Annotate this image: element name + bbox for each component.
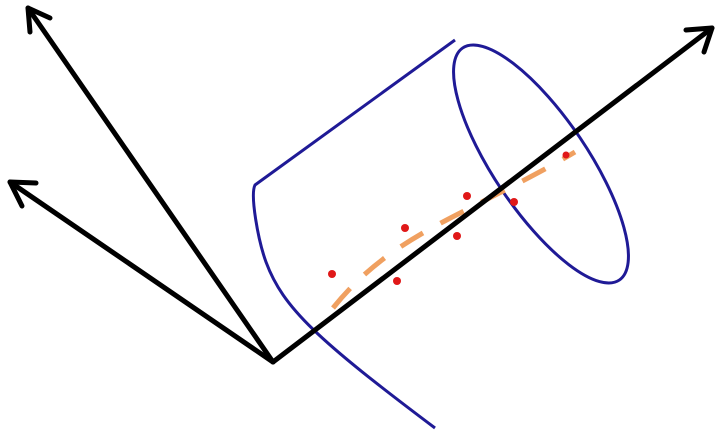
- axis-arrow-upper-left: [25, 5, 276, 365]
- cylinder-back-outline: [251, 38, 456, 430]
- arrowhead-right: [683, 25, 715, 55]
- axis-arrow-left: [7, 179, 276, 365]
- axis-arrows: [7, 5, 715, 365]
- axis-arrow-right: [270, 25, 715, 365]
- arrowhead-upper-left: [25, 5, 53, 35]
- data-point: [562, 151, 570, 159]
- data-point: [328, 270, 336, 278]
- cylinder-front-ellipse: [452, 43, 630, 285]
- data-point: [401, 224, 409, 232]
- data-points: [328, 151, 570, 285]
- arrowhead-left: [7, 179, 39, 209]
- data-point: [463, 192, 471, 200]
- data-point: [510, 198, 518, 206]
- data-point: [393, 277, 401, 285]
- data-point: [453, 232, 461, 240]
- dashed-fit-curve: [331, 149, 577, 310]
